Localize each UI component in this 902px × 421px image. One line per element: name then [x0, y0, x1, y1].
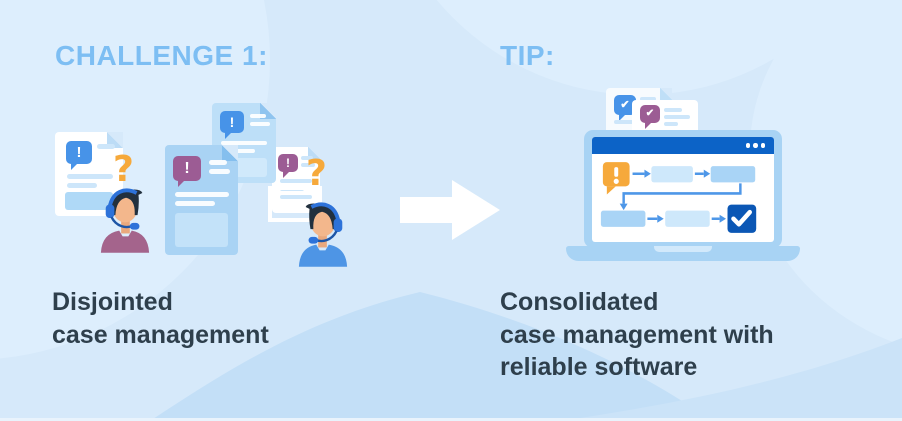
text-line — [97, 144, 115, 149]
hair — [111, 189, 143, 216]
laptop — [584, 130, 782, 248]
text-line — [250, 122, 270, 126]
tip-heading: TIP: — [500, 40, 555, 71]
question-mark-icon: ? — [306, 153, 327, 194]
support-agent-right — [296, 198, 350, 268]
window-dots-icon — [745, 143, 750, 148]
workflow-canvas — [592, 154, 774, 242]
check-bubble: ✔ — [640, 105, 660, 129]
text-line — [640, 97, 656, 101]
laptop-screen — [592, 137, 774, 242]
checkmark-icon: ✔ — [620, 98, 630, 111]
mic-icon — [308, 236, 319, 244]
text-line — [209, 160, 227, 165]
exclamation-icon: ! — [76, 144, 82, 161]
question-mark-icon: ? — [113, 149, 134, 190]
text-line — [664, 122, 678, 126]
text-line — [67, 174, 113, 179]
hair — [305, 203, 337, 230]
mic-icon — [129, 222, 140, 230]
text-line — [175, 201, 215, 206]
tip-caption: Consolidated case management with reliab… — [500, 288, 774, 381]
headset-band — [107, 188, 138, 208]
alert-bubble: ! — [66, 141, 92, 170]
text-line — [221, 141, 267, 145]
alert-bubble: ! — [173, 156, 201, 187]
agent-figure — [298, 202, 348, 267]
exclamation-icon: ! — [286, 156, 290, 170]
text-line — [221, 149, 255, 153]
window-dots-icon — [753, 143, 758, 148]
alert-bubble: ! — [278, 154, 298, 178]
text-line — [280, 179, 312, 183]
laptop-base — [566, 246, 800, 261]
laptop-notch — [654, 246, 712, 252]
transition-arrow-icon — [400, 180, 500, 240]
support-agent-left — [98, 185, 152, 253]
text-line — [250, 114, 266, 118]
content-panel — [175, 213, 228, 247]
alert-icon — [602, 162, 630, 195]
torso-blue-shirt — [298, 244, 348, 267]
torso-purple-shirt — [100, 230, 150, 253]
flow-connectors — [622, 172, 742, 220]
folded-corner — [660, 88, 672, 100]
text-line — [67, 183, 97, 188]
text-line — [664, 115, 690, 119]
alert-document-card: ! — [165, 145, 238, 255]
face — [310, 210, 336, 237]
exclamation-icon: ! — [184, 159, 190, 177]
challenge-caption: Disjointed case management — [52, 288, 269, 349]
flow-arrowheads — [619, 169, 727, 223]
challenge-heading: CHALLENGE 1: — [55, 40, 268, 71]
agent-figure — [100, 188, 150, 253]
app-titlebar — [592, 137, 774, 154]
folded-corner — [222, 145, 238, 161]
text-line — [280, 195, 312, 199]
check-bubble: ✔ — [614, 95, 636, 121]
face — [112, 196, 138, 223]
case-workflow-diagram — [600, 162, 757, 233]
text-line — [175, 192, 229, 197]
text-line — [664, 108, 682, 112]
headset-earpiece — [333, 218, 343, 233]
alert-document-card: ! — [272, 147, 320, 213]
done-checkbox-icon — [727, 204, 757, 233]
text-line — [209, 169, 230, 174]
arrow-head — [452, 180, 500, 240]
exclamation-icon: ! — [229, 114, 235, 130]
content-panel — [65, 192, 113, 210]
text-line — [301, 163, 315, 167]
alert-bubble: ! — [220, 111, 244, 139]
workflow-steps — [600, 166, 756, 227]
window-dots-icon — [760, 143, 765, 148]
text-line — [301, 156, 313, 160]
arrow-tail — [400, 197, 455, 223]
resolved-document-card: ✔ — [632, 100, 698, 134]
headset-earpiece — [105, 204, 115, 219]
headset-band — [310, 202, 341, 222]
checkmark-icon: ✔ — [645, 108, 655, 119]
